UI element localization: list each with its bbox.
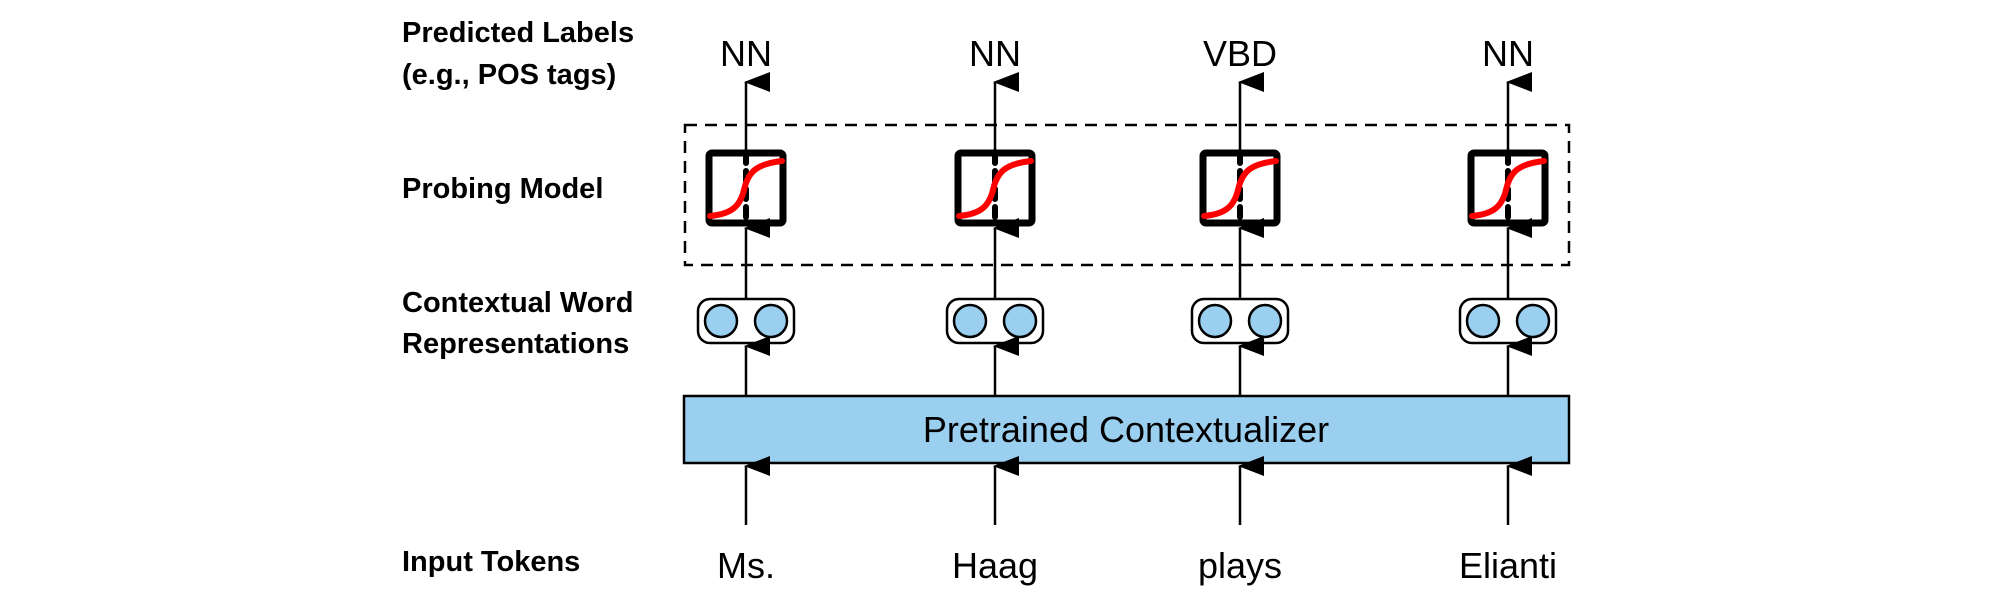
probing-model-region	[683, 123, 1571, 267]
sigmoid-curve-icon	[1201, 158, 1279, 219]
token-column: NN Ms.	[696, 33, 796, 586]
vector-cell	[1197, 303, 1233, 339]
probe-classifier	[954, 149, 1036, 227]
sigmoid-curve-icon	[707, 158, 785, 219]
sigmoid-curve-icon	[1469, 158, 1547, 219]
predicted-tag-label: VBD	[1203, 33, 1277, 74]
input-token-label: plays	[1198, 545, 1282, 586]
token-column: VBD plays	[1190, 33, 1290, 586]
contextual-vector	[1190, 297, 1290, 345]
probing-model-label: Probing Model	[402, 173, 603, 205]
token-column: NN Elianti	[1458, 33, 1558, 586]
input-token-label: Haag	[952, 545, 1038, 586]
predicted-tag-label: NN	[1482, 33, 1534, 74]
contextualizer-label: Pretrained Contextualizer	[923, 409, 1329, 450]
contextual-vector	[696, 297, 796, 345]
row-labels: Predicted Labels (e.g., POS tags) Probin…	[402, 17, 634, 578]
input-token-label: Ms.	[717, 545, 775, 586]
vector-cell	[1515, 303, 1551, 339]
vector-cell	[753, 303, 789, 339]
predicted-tag-label: NN	[720, 33, 772, 74]
sigmoid-curve-icon	[956, 158, 1034, 219]
predicted-labels-label-line1: Predicted Labels	[402, 17, 634, 49]
vector-cell	[952, 303, 988, 339]
contextual-word-label-line1: Contextual Word	[402, 287, 633, 319]
pretrained-contextualizer: Pretrained Contextualizer	[682, 394, 1571, 465]
predicted-labels-label-line2: (e.g., POS tags)	[402, 59, 616, 91]
input-token-label: Elianti	[1459, 545, 1557, 586]
vector-cell	[1247, 303, 1283, 339]
input-tokens-label: Input Tokens	[402, 546, 580, 578]
contextual-word-label-line2: Representations	[402, 328, 629, 360]
token-column: NN Haag	[945, 33, 1045, 586]
token-columns: NN Ms. NN Haag VBD plays NN Elianti	[696, 33, 1558, 586]
predicted-tag-label: NN	[969, 33, 1021, 74]
contextual-vector	[1458, 297, 1558, 345]
probe-classifier	[705, 149, 787, 227]
probe-classifier	[1467, 149, 1549, 227]
vector-cell	[1002, 303, 1038, 339]
contextualizer-box	[682, 394, 1571, 465]
contextual-vector	[945, 297, 1045, 345]
vector-cell	[703, 303, 739, 339]
vector-cell	[1465, 303, 1501, 339]
probe-classifier	[1199, 149, 1281, 227]
